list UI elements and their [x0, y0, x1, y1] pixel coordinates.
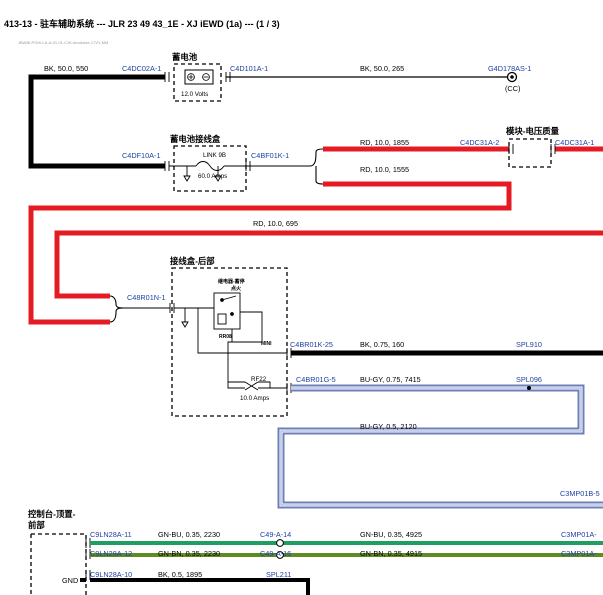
wire-label: GN-BN, 0.35, 4915: [360, 549, 423, 558]
wire-label: BU-GY, 0.75, 7415: [360, 375, 421, 384]
splice-spl211: [278, 578, 282, 582]
wire-bk-50-550: [28, 74, 165, 169]
inline-connector-icon: [276, 539, 284, 559]
connector-label: C48R01N-1: [127, 293, 166, 302]
ground-label: (CC): [505, 84, 521, 93]
connector-label: C3MP01B-5: [560, 489, 600, 498]
splice-label: SPL910: [516, 340, 542, 349]
connector-label: C4D101A-1: [230, 64, 269, 73]
relay-subtitle: 点火: [231, 286, 242, 292]
fuse-rf22-icon: [227, 381, 287, 391]
battery-box: [173, 63, 222, 102]
relay-id: RR08: [219, 334, 232, 340]
wire-label: BK, 50.0, 265: [360, 64, 405, 73]
wire-label: GN-BU, 0.35, 2230: [158, 530, 221, 539]
relay-icon: [174, 292, 287, 382]
splice-label: SPL096: [516, 375, 542, 384]
battery-junction-box-title: 蓄电池接线盒: [170, 134, 221, 144]
wire-label: BK, 0.5, 1895: [158, 570, 203, 579]
relay-title: 继电器-蓄停: [218, 279, 245, 285]
rear-junction-box: [171, 267, 288, 417]
connector-label: C4BR01G-5: [296, 375, 336, 384]
console-subtitle: 前部: [28, 520, 45, 530]
connector-label: C49-A-16: [260, 549, 292, 558]
wire-rd-10-1555: [28, 181, 512, 325]
wire-label: BK, 50.0, 550: [44, 64, 89, 73]
connector-label: C3MP01A-: [561, 530, 597, 539]
wire-label: RD, 10.0, 695: [253, 219, 299, 228]
wire-label: BK, 0.75, 160: [360, 340, 405, 349]
page-subtitle: JBWBI-PGHIJ-A-A-01-01-CJK-blocksize-17VY…: [18, 40, 109, 45]
wire-label: GN-BU, 0.35, 4925: [360, 530, 423, 539]
wire-merge-brace: [109, 295, 170, 323]
fuse-link-label: LINK 9B: [203, 152, 227, 159]
connector-label: C9LN28A-12: [90, 549, 133, 558]
connector-pin-icon: [164, 72, 231, 82]
connector-label: C3MP01A-: [561, 549, 597, 558]
fuse-rf22-rating: 10.0 Amps: [240, 395, 270, 402]
ground-label: GND: [62, 576, 79, 585]
battery-title: 蓄电池: [172, 52, 198, 62]
connector-label: C4DC02A-1: [122, 64, 162, 73]
mini-label: MINI: [261, 341, 272, 347]
wire-label: RD, 10.0, 1555: [360, 165, 410, 174]
connector-label: C49-A-14: [260, 530, 292, 539]
voltage-module-title: 模块-电压质量: [506, 126, 560, 136]
splice-spl096: [527, 386, 531, 390]
connector-label: C4DC31A-1: [555, 138, 595, 147]
rear-junction-box-title: 接线盒-后部: [170, 256, 215, 266]
splice-spl910: [527, 351, 531, 355]
wire-bk-05-1895: [80, 578, 310, 595]
battery-icon: [184, 69, 214, 85]
fuse-rf22-label: RF22: [251, 376, 267, 383]
wire-label: BU-GY, 0.5, 2120: [360, 422, 417, 431]
wire-label: RD, 10.0, 1855: [360, 138, 410, 147]
connector-label: C4DF10A-1: [122, 151, 161, 160]
splice-label: SPL211: [266, 570, 292, 579]
connector-label: G4D178AS-1: [488, 64, 532, 73]
wire-rd-10-695: [54, 230, 603, 299]
wire-split-brace: [250, 148, 324, 185]
connector-label: C9LN28A-10: [90, 570, 133, 579]
connector-label: C9LN28A-11: [90, 530, 132, 539]
console-box: [30, 533, 87, 595]
fuse-link-rating: 60.0 Amps: [198, 173, 228, 180]
connector-label: C4BF01K-1: [251, 151, 290, 160]
wire-bu-gy-075-7415: [277, 384, 603, 509]
voltage-module-box: [508, 138, 552, 168]
console-title: 控制台-顶置-: [28, 509, 76, 519]
wire-label: GN-BN, 0.35, 2230: [158, 549, 221, 558]
fuse-link-icon: [164, 161, 251, 182]
battery-rating: 12.0 Volts: [181, 91, 209, 98]
connector-label: C4DC31A-2: [460, 138, 500, 147]
page-title: 413-13 - 驻车辅助系统 --- JLR 23 49 43_1E - XJ…: [4, 19, 280, 29]
ground-icon: [497, 71, 518, 83]
connector-label: C4BR01K-25: [290, 340, 333, 349]
